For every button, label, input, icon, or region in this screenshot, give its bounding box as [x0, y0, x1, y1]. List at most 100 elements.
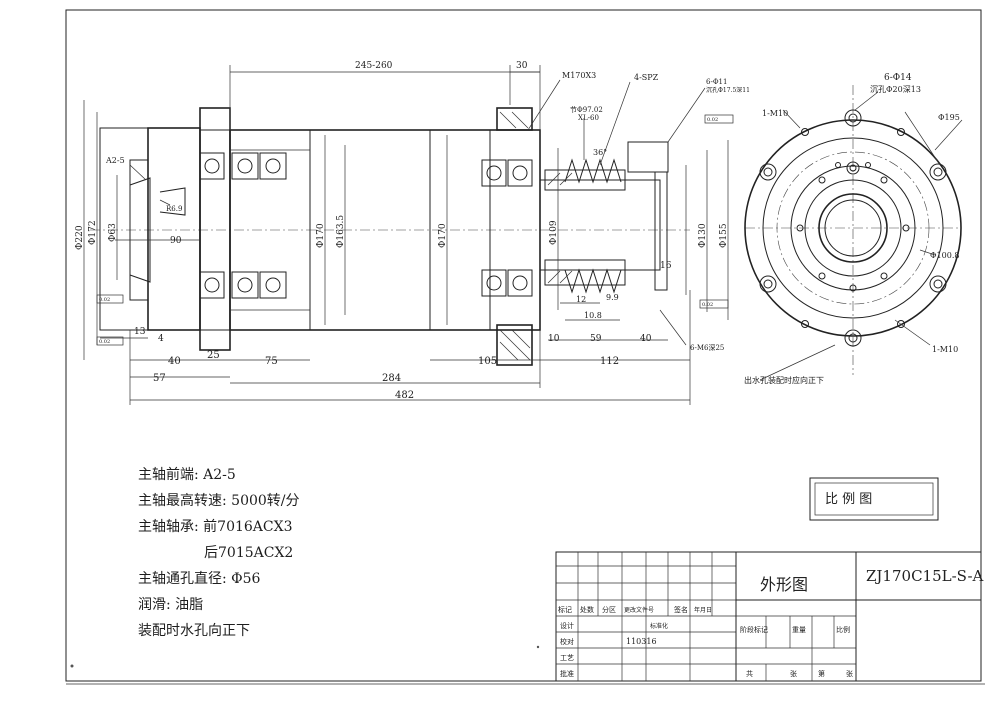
dim-40-left: 40 [168, 356, 181, 367]
label-counterbore: 沉孔Φ20深13 [870, 85, 921, 94]
rear-housing [147, 127, 201, 331]
dia-170-rear: Φ170 [438, 223, 448, 248]
label-6phi14: 6-Φ14 [884, 73, 912, 83]
drawing-number: ZJ170C15L-S-A [866, 567, 984, 585]
dim-57: 57 [153, 373, 166, 384]
scale: 比例 [836, 625, 850, 634]
dia-130: Φ130 [698, 223, 708, 248]
label-4spz: 4-SPZ [634, 73, 659, 82]
lock-nut [496, 107, 533, 131]
title-block [555, 551, 982, 682]
dia-195: Φ195 [938, 113, 960, 122]
sheet-unit-1: 张 [790, 669, 797, 678]
dia-172: Φ172 [88, 220, 98, 245]
label-xl60: XL-60 [578, 114, 599, 122]
dim-9-9: 9.9 [606, 293, 619, 302]
outer-flange-circle [744, 119, 962, 337]
label-1m10-bottom: 1-M10 [932, 345, 958, 354]
label-counterbore-small: 沉孔Φ17.5深11 [706, 86, 750, 94]
dia-155: Φ155 [719, 223, 729, 248]
spec-nose: 主轴前端: A2-5 [138, 467, 236, 483]
dim-12: 12 [576, 295, 586, 304]
col-change: 更改文件号 [624, 606, 654, 614]
diameter-dimension-lines [83, 100, 729, 360]
title-block-text: 外形图 ZJ170C15L-S-A 标记 处数 分区 更改文件号 签名 年月日 … [558, 567, 984, 678]
dim-112: 112 [600, 356, 619, 367]
sheets-total: 共 [746, 669, 753, 678]
col-date: 年月日 [694, 606, 712, 614]
rear-shaft [539, 179, 661, 271]
label-1m10-top: 1-M10 [762, 109, 788, 118]
spindle-bore [818, 193, 888, 263]
side-view-labels: 245-260 30 M170X3 4-SPZ 节Φ97.02 XL-60 6-… [75, 61, 750, 401]
dia-100-8: Φ100.8 [930, 251, 959, 260]
label-a25: A2-5 [105, 156, 125, 165]
col-zone: 分区 [602, 605, 616, 614]
spindle-nose [129, 177, 151, 283]
dia-220: Φ220 [75, 225, 85, 250]
length-dimension-lines [100, 65, 691, 405]
label-r69: R6.9 [166, 205, 182, 213]
tol-box-3: 0.02 [707, 117, 718, 123]
end-view-labels: 6-Φ14 沉孔Φ20深13 1-M10 Φ195 Φ100.8 1-M10 出… [744, 73, 960, 385]
dim-40-right: 40 [640, 334, 652, 344]
rear-collar [199, 107, 231, 351]
date-value: 110316 [626, 637, 657, 646]
spec-assembly: 装配时水孔向正下 [138, 623, 250, 639]
stamp: 比 例 图 [809, 477, 939, 521]
dim-482: 482 [395, 390, 414, 401]
sheet-no: 第 [818, 669, 825, 678]
label-m170x3: M170X3 [562, 71, 596, 80]
pulley-bottom [544, 259, 626, 286]
side-view [83, 65, 836, 405]
front-bearings [199, 152, 287, 299]
dim-10: 10 [548, 334, 560, 344]
dim-13: 13 [134, 327, 146, 337]
mounting-holes [759, 109, 947, 347]
tol-box-1: 0.02 [99, 339, 110, 345]
col-mark: 标记 [558, 605, 572, 614]
dim-75: 75 [265, 356, 278, 367]
label-6phi11: 6-Φ11 [706, 78, 727, 86]
dim-4: 4 [158, 334, 164, 344]
scan-mark [70, 664, 74, 668]
dim-16: 16 [660, 261, 672, 271]
spec-bearing-front: 主轴轴承: 前7016ACX3 [138, 519, 293, 535]
drawing-name: 外形图 [760, 575, 808, 594]
dia-170-front: Φ170 [316, 223, 326, 248]
spec-speed: 主轴最高转速: 5000转/分 [138, 493, 300, 509]
rear-bearings [481, 159, 533, 297]
dim-25: 25 [207, 350, 220, 361]
dia-109: Φ109 [549, 220, 559, 245]
dim-90: 90 [170, 236, 182, 246]
spec-lubrication: 润滑: 油脂 [138, 597, 204, 613]
drawing-border [65, 9, 982, 682]
tol-box-2: 0.02 [99, 297, 110, 303]
dim-284: 284 [382, 373, 401, 384]
stage-mark: 阶段标记 [740, 625, 768, 634]
pulley-top [544, 169, 626, 191]
dim-30: 30 [516, 61, 528, 71]
row-process: 工艺 [560, 654, 574, 662]
dia-163-5: Φ163.5 [336, 215, 346, 248]
tol-box-4: 0.02 [702, 302, 713, 308]
dim-10-8: 10.8 [584, 311, 602, 320]
row-approve: 批准 [560, 669, 574, 678]
spec-bore: 主轴通孔直径: Φ56 [138, 571, 261, 587]
dim-105: 105 [478, 356, 497, 367]
sheet-unit-2: 张 [846, 669, 853, 678]
end-view [744, 85, 963, 375]
col-count: 处数 [580, 605, 594, 614]
spec-bearing-rear: 后7015ACX2 [204, 545, 294, 561]
dim-59: 59 [590, 334, 602, 344]
label-angle: 36° [593, 148, 607, 157]
row-standard: 标准化 [650, 622, 668, 630]
row-design: 设计 [560, 621, 574, 630]
label-6m6: 6-M6深25 [690, 343, 724, 352]
row-check: 校对 [560, 637, 574, 646]
label-water-hole: 出水孔装配时应向正下 [744, 375, 824, 385]
dim-245-260: 245-260 [355, 61, 393, 71]
col-sign: 签名 [674, 605, 688, 614]
stamp-text: 比 例 图 [825, 492, 872, 507]
